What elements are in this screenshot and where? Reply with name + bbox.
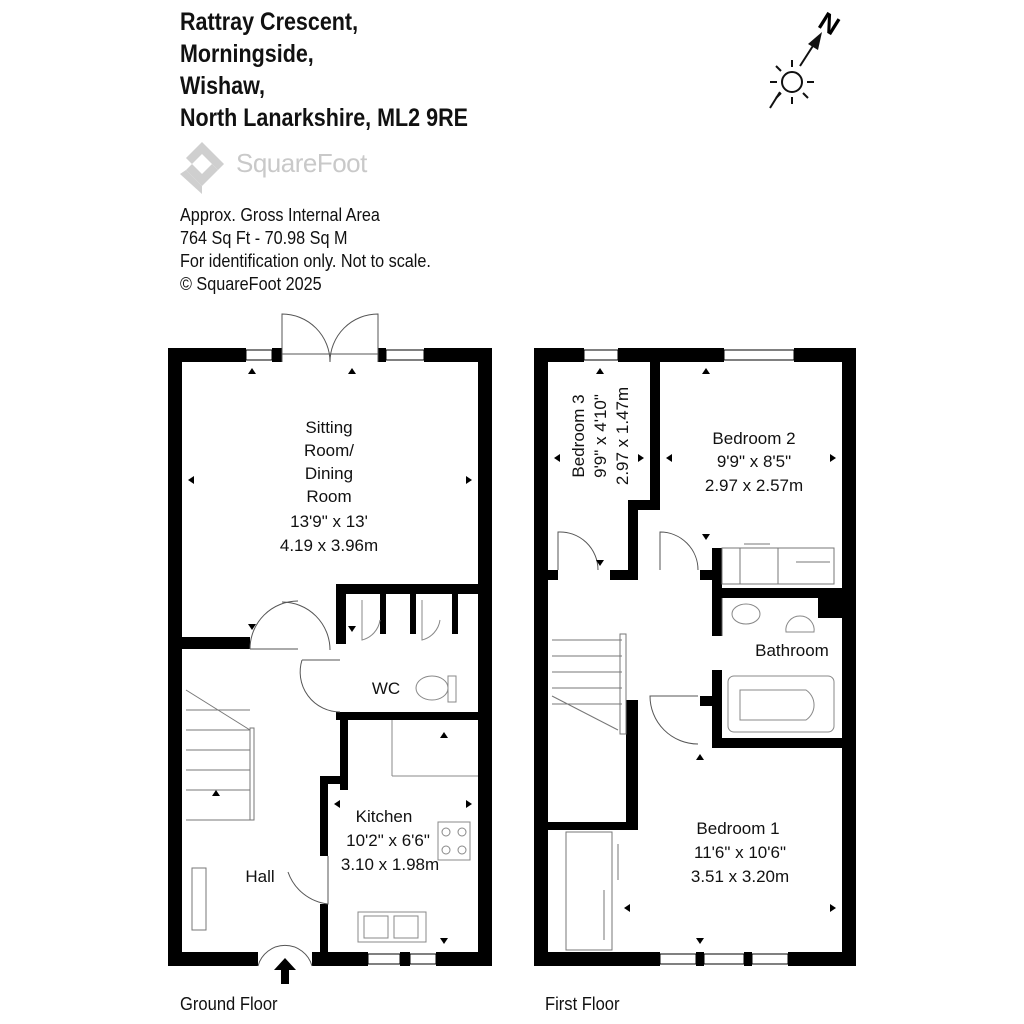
address-block: Rattray Crescent, Morningside, Wishaw, N… xyxy=(180,6,468,134)
hall-label: Hall xyxy=(245,867,274,886)
kitchen-dim-m: 3.10 x 1.98m xyxy=(341,855,439,874)
address-line-4: North Lanarkshire, ML2 9RE xyxy=(180,104,468,132)
bedroom3-label: Bedroom 3 xyxy=(569,394,588,477)
first-dim-arrows xyxy=(554,368,836,944)
first-floor-label: First Floor xyxy=(545,994,620,1014)
sitting-room-label-1: Sitting xyxy=(305,418,352,437)
kitchen-dim-ft: 10'2" x 6'6" xyxy=(346,831,430,850)
compass-icon: N xyxy=(769,8,845,109)
sitting-room-label-2: Room/ xyxy=(304,441,354,460)
area-info: Approx. Gross Internal Area 764 Sq Ft - … xyxy=(180,204,431,296)
entrance-arrow-icon xyxy=(274,958,296,984)
sitting-room-label-3: Dining xyxy=(305,464,353,483)
ground-floor-plan: Sitting Room/ Dining Room 13'9" x 13' 4.… xyxy=(168,313,492,984)
address-line-3: Wishaw, xyxy=(180,72,266,100)
bedroom2-label: Bedroom 2 xyxy=(712,429,795,448)
ground-dim-arrows xyxy=(188,368,472,944)
first-door-swings xyxy=(557,531,723,745)
ground-windows xyxy=(245,349,437,965)
address-line-1: Rattray Crescent, xyxy=(180,8,359,36)
kitchen-fixtures-icon xyxy=(357,720,478,943)
ground-door-swings xyxy=(249,600,341,967)
bedroom1-cupboard-icon xyxy=(565,831,619,951)
french-doors-icon xyxy=(281,313,379,363)
first-stairs-icon xyxy=(551,633,627,735)
ground-walls xyxy=(168,348,492,966)
bedroom3-dim-ft: 9'9" x 4'10" xyxy=(591,394,610,478)
area-value: 764 Sq Ft - 70.98 Sq M xyxy=(180,228,348,248)
bathroom-label: Bathroom xyxy=(755,641,829,660)
address-line-2: Morningside, xyxy=(180,40,314,68)
bedroom1-dim-ft: 11'6" x 10'6" xyxy=(694,843,786,862)
kitchen-label: Kitchen xyxy=(356,807,413,826)
wc-fixtures-icon xyxy=(361,600,457,703)
ground-floor-label: Ground Floor xyxy=(180,994,278,1014)
first-floor-plan: Bedroom 3 9'9" x 4'10" 2.97 x 1.47m Bedr… xyxy=(534,348,856,966)
bedroom2-wardrobe-icon xyxy=(721,543,835,585)
sitting-room-dim-m: 4.19 x 3.96m xyxy=(280,536,378,555)
bedroom1-dim-m: 3.51 x 3.20m xyxy=(691,867,789,886)
sitting-room-dim-ft: 13'9" x 13' xyxy=(290,512,368,531)
ground-stairs-icon xyxy=(185,689,255,931)
sitting-room-label-4: Room xyxy=(306,487,351,506)
disclaimer: For identification only. Not to scale. xyxy=(180,251,431,271)
first-windows xyxy=(583,349,795,965)
wc-label: WC xyxy=(372,679,400,698)
first-walls xyxy=(534,348,856,966)
logo-text: SquareFoot xyxy=(236,148,367,178)
bedroom2-dim-m: 2.97 x 2.57m xyxy=(705,476,803,495)
bedroom2-dim-ft: 9'9" x 8'5" xyxy=(717,452,791,471)
bedroom1-label: Bedroom 1 xyxy=(696,819,779,838)
copyright: © SquareFoot 2025 xyxy=(180,274,322,294)
bedroom3-dim-m: 2.97 x 1.47m xyxy=(613,387,632,485)
squarefoot-logo-icon xyxy=(180,142,224,194)
bathroom-fixtures-icon xyxy=(727,603,835,733)
area-title: Approx. Gross Internal Area xyxy=(180,205,380,225)
